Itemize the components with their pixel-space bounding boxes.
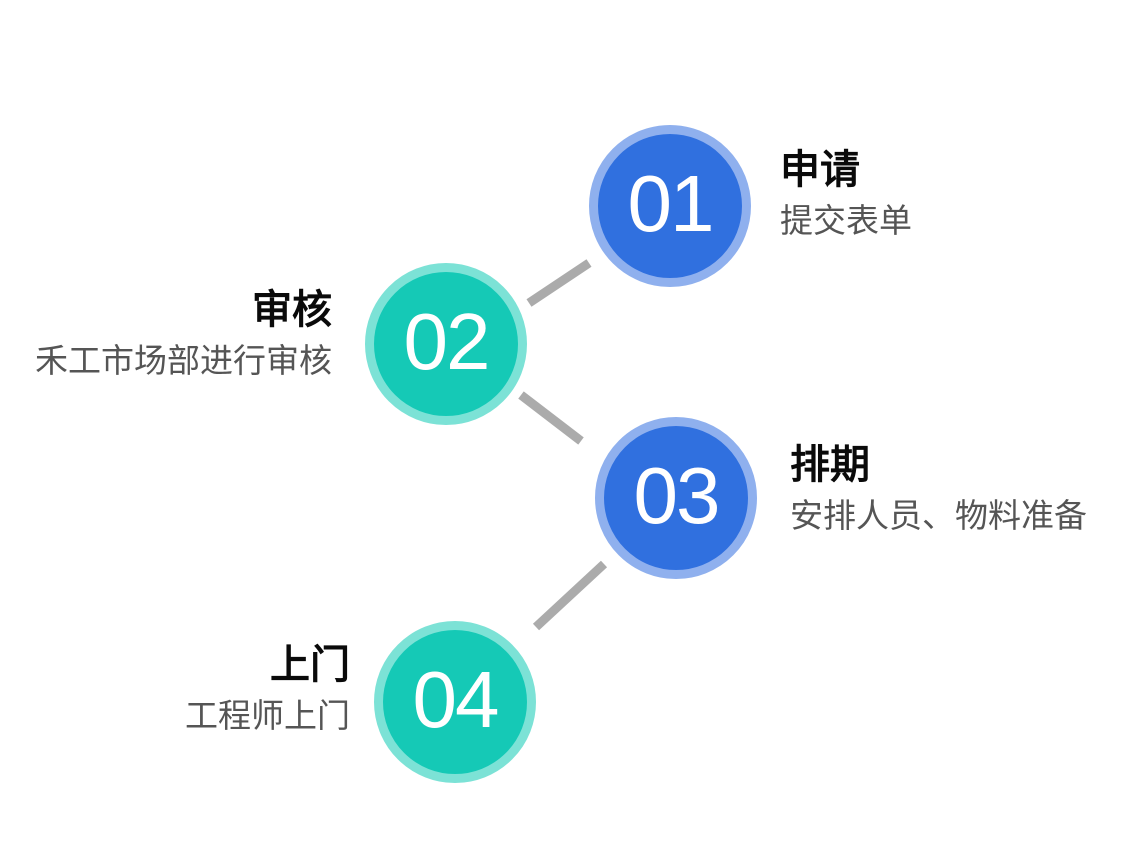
step-02-subtitle: 禾工市场部进行审核: [35, 342, 332, 379]
step-03-text: 排期 安排人员、物料准备: [790, 442, 1087, 535]
step-01-text: 申请 提交表单: [780, 147, 912, 240]
step-04-subtitle: 工程师上门: [185, 697, 350, 734]
connector-line-step3-step4: [532, 560, 608, 631]
step-03-number: 03: [633, 451, 721, 540]
step-04-circle: 04: [374, 621, 536, 783]
step-03-subtitle: 安排人员、物料准备: [790, 497, 1087, 534]
step-02-circle: 02: [365, 263, 527, 425]
step-04-title: 上门: [270, 643, 350, 687]
step-04-number: 04: [412, 655, 500, 744]
step-01-circle: 01: [589, 125, 751, 287]
step-01-subtitle: 提交表单: [780, 202, 912, 239]
step-03-circle: 03: [595, 417, 757, 579]
connector-line-step1-step2: [526, 259, 592, 307]
step-02-text: 审核 禾工市场部进行审核: [35, 287, 332, 380]
step-01-number: 01: [627, 159, 715, 248]
step-04-text: 上门 工程师上门: [185, 642, 350, 735]
step-02-number: 02: [403, 297, 491, 386]
step-01-title: 申请: [780, 148, 860, 192]
step-03-title: 排期: [790, 443, 870, 487]
step-02-title: 审核: [252, 288, 332, 332]
connector-line-step2-step3: [518, 391, 584, 445]
